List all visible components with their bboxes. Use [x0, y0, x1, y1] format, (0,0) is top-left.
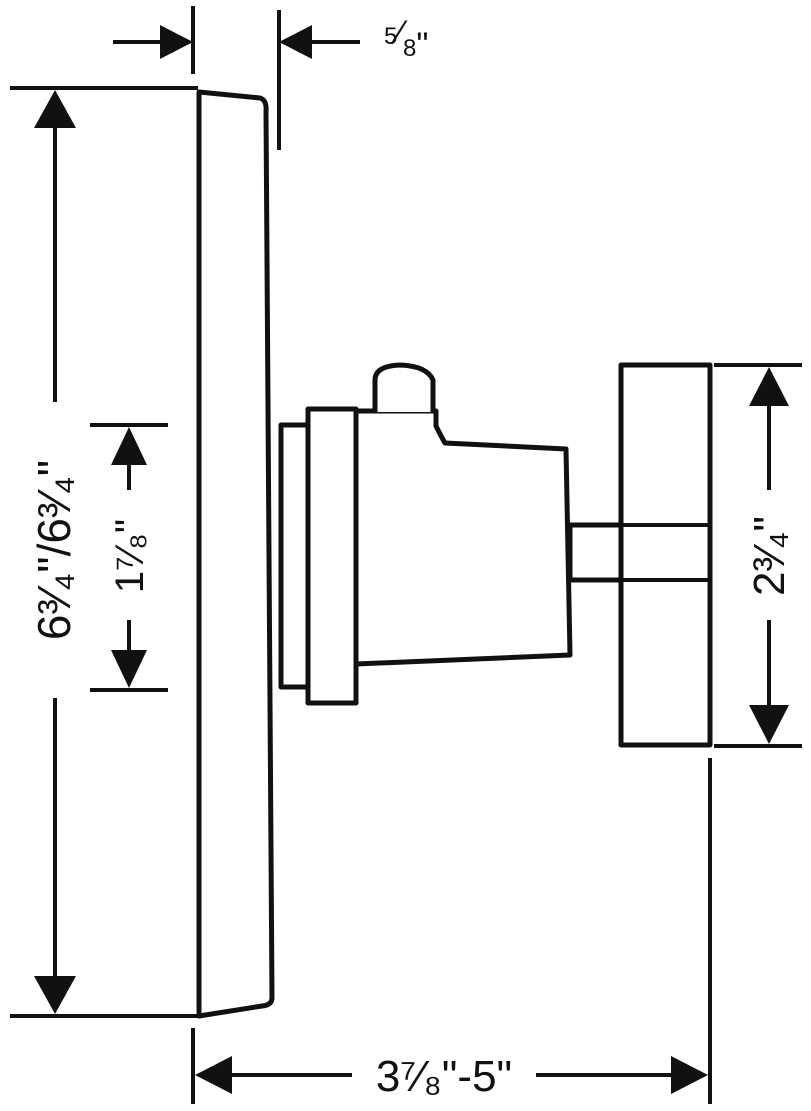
handle-height-arrow-bottom	[749, 705, 789, 744]
plate-height-arrow-top	[34, 90, 76, 128]
projection-label: 3⁷⁄₈"-5"	[376, 1052, 512, 1101]
stop-knob	[372, 362, 436, 412]
cross-handle	[618, 362, 713, 748]
projection-arrow-left	[195, 1056, 232, 1094]
body-height-label: 1⁷⁄₈"	[108, 519, 152, 593]
handle-height-label: 2³⁄₄"	[745, 516, 794, 596]
trim-depth-inch-mark: "	[416, 26, 428, 64]
body-height-dimension: 1⁷⁄₈"	[90, 423, 168, 692]
projection-dimension: 3⁷⁄₈"-5"	[191, 758, 712, 1104]
body-height-arrow-bottom	[111, 650, 147, 688]
trim-depth-label: 5⁄8"	[384, 14, 428, 64]
trim-depth-numerator: 5	[384, 23, 397, 50]
trim-depth-denominator: 8	[403, 35, 416, 62]
wall-plate	[196, 89, 275, 1019]
trim-flange	[305, 406, 359, 706]
projection-arrow-right	[671, 1056, 708, 1094]
plate-height-label: 6³⁄₄"/6³⁄₄"	[28, 460, 80, 640]
handle-height-arrow-top	[749, 367, 789, 406]
plate-height-arrow-bottom	[34, 976, 76, 1014]
trim-depth-dimension: 5⁄8"	[113, 6, 428, 150]
plate-height-dimension: 6³⁄₄"/6³⁄₄"	[10, 86, 198, 1018]
valve-body	[353, 408, 573, 667]
trim-depth-arrow-left	[160, 25, 193, 59]
handle-stem	[567, 522, 627, 583]
trim-depth-arrow-right	[279, 25, 312, 59]
handle-height-dimension: 2³⁄₄"	[714, 363, 802, 748]
spacer-ring	[278, 422, 312, 690]
body-height-arrow-top	[111, 427, 147, 465]
